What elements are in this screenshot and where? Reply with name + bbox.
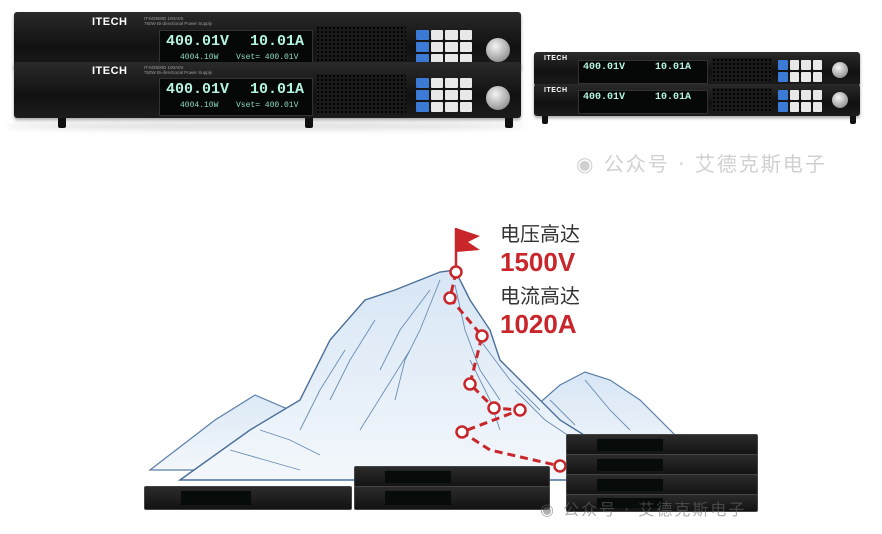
mountain-hatching xyxy=(229,279,631,471)
brand-logo: ITECH xyxy=(544,87,568,94)
keypad xyxy=(778,60,822,82)
mini-unit xyxy=(354,486,550,510)
current-readout: 10.01A xyxy=(655,92,692,103)
power-readout: 4004.10W xyxy=(180,53,219,62)
waypoint xyxy=(475,329,489,343)
brand-logo: ITECH xyxy=(92,65,128,77)
display-screen: 400.01V 10.01A xyxy=(578,60,708,84)
rotary-knob xyxy=(832,62,848,78)
waypoint xyxy=(443,291,457,305)
waypoint xyxy=(463,377,477,391)
voltage-readout: 400.01V xyxy=(166,33,230,50)
watermark-top: ◉ 公众号 · 艾德克斯电子 xyxy=(576,152,827,176)
keypad xyxy=(416,78,472,112)
brand-logo: ITECH xyxy=(544,55,568,62)
waypoint xyxy=(553,459,567,473)
current-value: 1020A xyxy=(500,309,577,339)
vent-grille xyxy=(316,74,406,114)
vent-grille xyxy=(712,88,772,112)
voltage-label: 电压高达 xyxy=(500,222,580,246)
spec-caption: 电压高达 1500V 电流高达 1020A xyxy=(500,218,580,340)
keypad xyxy=(416,30,472,64)
display-screen: 400.01V 10.01A xyxy=(578,90,708,114)
vset-readout: Vset= 400.01V xyxy=(236,101,299,110)
rotary-knob xyxy=(486,86,510,110)
mini-unit xyxy=(566,454,758,476)
mini-unit xyxy=(354,466,550,488)
voltage-value: 1500V xyxy=(500,247,576,277)
current-label: 电流高达 xyxy=(500,284,580,308)
vent-grille xyxy=(712,58,772,82)
waypoint xyxy=(449,265,463,279)
display-screen: 400.01V 10.01A 4004.10W Vset= 400.01V xyxy=(159,78,313,116)
current-readout: 10.01A xyxy=(250,81,305,98)
wechat-icon: ◉ xyxy=(540,500,556,519)
mini-unit xyxy=(566,494,758,512)
current-readout: 10.01A xyxy=(655,62,692,73)
flag-icon xyxy=(454,228,480,266)
floor-shadow xyxy=(5,122,525,130)
mini-unit xyxy=(566,434,758,456)
small-unit-bottom: ITECH 400.01V 10.01A xyxy=(534,84,860,116)
vset-readout: Vset= 400.01V xyxy=(236,53,299,62)
voltage-readout: 400.01V xyxy=(583,92,626,103)
route-waypoints xyxy=(443,265,567,473)
mini-unit xyxy=(144,486,352,510)
power-readout: 4004.10W xyxy=(180,101,219,110)
current-readout: 10.01A xyxy=(250,33,305,50)
foot xyxy=(850,116,856,124)
vent-grille xyxy=(316,26,406,66)
wechat-icon: ◉ xyxy=(576,152,596,176)
foot xyxy=(542,116,548,124)
waypoint xyxy=(513,403,527,417)
small-unit-top: ITECH 400.01V 10.01A xyxy=(534,52,860,86)
watermark-bottom: ◉ 公众号 · 艾德克斯电子 xyxy=(540,500,747,519)
foot xyxy=(58,118,66,128)
voltage-readout: 400.01V xyxy=(166,81,230,98)
mini-unit xyxy=(566,474,758,496)
foot xyxy=(305,118,313,128)
rotary-knob xyxy=(832,92,848,108)
voltage-readout: 400.01V xyxy=(583,62,626,73)
waypoint xyxy=(487,401,501,415)
keypad xyxy=(778,90,822,112)
waypoint xyxy=(455,425,469,439)
rotary-knob xyxy=(486,38,510,62)
brand-logo: ITECH xyxy=(92,16,128,28)
display-screen: 400.01V 10.01A 4004.10W Vset= 400.01V xyxy=(159,30,313,68)
foot xyxy=(505,118,513,128)
